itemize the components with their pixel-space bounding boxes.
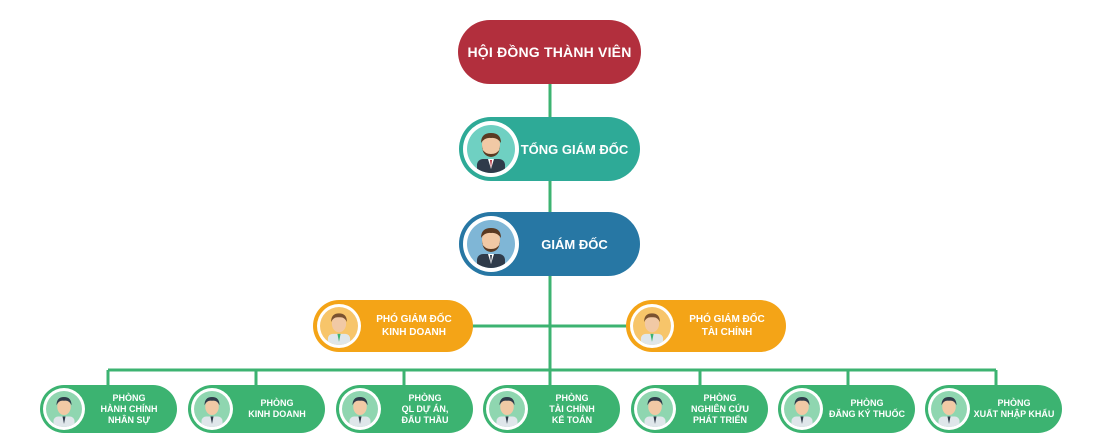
general-director-node: TỔNG GIÁM ĐỐC bbox=[459, 117, 640, 181]
department-line: KINH DOANH bbox=[248, 409, 306, 419]
department-line: KẾ TOÁN bbox=[551, 414, 593, 425]
deputy-finance-line2: TÀI CHÍNH bbox=[701, 327, 753, 338]
staff-avatar-icon bbox=[191, 388, 233, 430]
department-line: ĐẤU THẦU bbox=[401, 414, 449, 425]
department-line: PHÒNG bbox=[850, 398, 884, 408]
deputy-director-finance-label: PHÓ GIÁM ĐỐC TÀI CHÍNH bbox=[674, 313, 786, 339]
department-node-import-export: PHÒNG XUẤT NHẬP KHẨU bbox=[925, 385, 1062, 433]
employee-avatar-icon bbox=[630, 304, 674, 348]
staff-avatar-icon bbox=[339, 388, 381, 430]
board-of-members-label: HỘI ĐỒNG THÀNH VIÊN bbox=[467, 44, 632, 60]
department-node-sales: PHÒNG KINH DOANH bbox=[188, 385, 325, 433]
department-label: PHÒNG KINH DOANH bbox=[233, 398, 325, 420]
department-label: PHÒNG ĐĂNG KÝ THUỐC bbox=[823, 398, 915, 420]
department-line: PHÒNG bbox=[112, 392, 146, 403]
deputy-business-line1: PHÓ GIÁM ĐỐC bbox=[376, 314, 452, 325]
department-label: PHÒNG QL DỰ ÁN, ĐẤU THẦU bbox=[381, 393, 473, 426]
staff-avatar-icon bbox=[634, 388, 676, 430]
department-line: ĐĂNG KÝ THUỐC bbox=[829, 409, 905, 419]
board-of-members-node: HỘI ĐỒNG THÀNH VIÊN bbox=[458, 20, 641, 84]
department-label: PHÒNG NGHIÊN CỨU PHÁT TRIỂN bbox=[676, 393, 768, 426]
director-label: GIÁM ĐỐC bbox=[541, 236, 608, 252]
department-node-drug-registration: PHÒNG ĐĂNG KÝ THUỐC bbox=[778, 385, 915, 433]
department-node-admin-hr: PHÒNG HÀNH CHÍNH NHÂN SỰ bbox=[40, 385, 177, 433]
department-line: NGHIÊN CỨU bbox=[691, 403, 749, 414]
businessman-bearded-avatar-icon bbox=[463, 216, 519, 272]
department-label: PHÒNG HÀNH CHÍNH NHÂN SỰ bbox=[85, 393, 177, 426]
department-label: PHÒNG XUẤT NHẬP KHẨU bbox=[970, 398, 1062, 420]
department-line: PHÁT TRIỂN bbox=[693, 414, 747, 425]
staff-avatar-icon bbox=[928, 388, 970, 430]
businessman-bearded-avatar-icon bbox=[463, 121, 519, 177]
department-node-finance-accounting: PHÒNG TÀI CHÍNH KẾ TOÁN bbox=[483, 385, 620, 433]
deputy-director-business-label: PHÓ GIÁM ĐỐC KINH DOANH bbox=[361, 313, 473, 339]
staff-avatar-icon bbox=[781, 388, 823, 430]
department-line: QL DỰ ÁN, bbox=[401, 403, 449, 414]
department-line: TÀI CHÍNH bbox=[549, 403, 595, 414]
department-line: NHÂN SỰ bbox=[108, 414, 150, 425]
deputy-finance-line1: PHÓ GIÁM ĐỐC bbox=[689, 314, 765, 325]
department-label: PHÒNG TÀI CHÍNH KẾ TOÁN bbox=[528, 393, 620, 426]
deputy-director-business-node: PHÓ GIÁM ĐỐC KINH DOANH bbox=[313, 300, 473, 352]
department-node-research-development: PHÒNG NGHIÊN CỨU PHÁT TRIỂN bbox=[631, 385, 768, 433]
deputy-business-line2: KINH DOANH bbox=[382, 327, 446, 338]
department-line: XUẤT NHẬP KHẨU bbox=[973, 409, 1055, 419]
director-node: GIÁM ĐỐC bbox=[459, 212, 640, 276]
staff-avatar-icon bbox=[486, 388, 528, 430]
department-line: PHÒNG bbox=[555, 392, 589, 403]
deputy-director-finance-node: PHÓ GIÁM ĐỐC TÀI CHÍNH bbox=[626, 300, 786, 352]
staff-avatar-icon bbox=[43, 388, 85, 430]
department-line: PHÒNG bbox=[703, 392, 737, 403]
employee-avatar-icon bbox=[317, 304, 361, 348]
department-line: PHÒNG bbox=[260, 398, 294, 408]
department-line: PHÒNG bbox=[997, 398, 1031, 408]
department-line: HÀNH CHÍNH bbox=[100, 403, 158, 414]
department-line: PHÒNG bbox=[408, 392, 442, 403]
department-node-projects-bidding: PHÒNG QL DỰ ÁN, ĐẤU THẦU bbox=[336, 385, 473, 433]
general-director-label: TỔNG GIÁM ĐỐC bbox=[520, 141, 629, 157]
